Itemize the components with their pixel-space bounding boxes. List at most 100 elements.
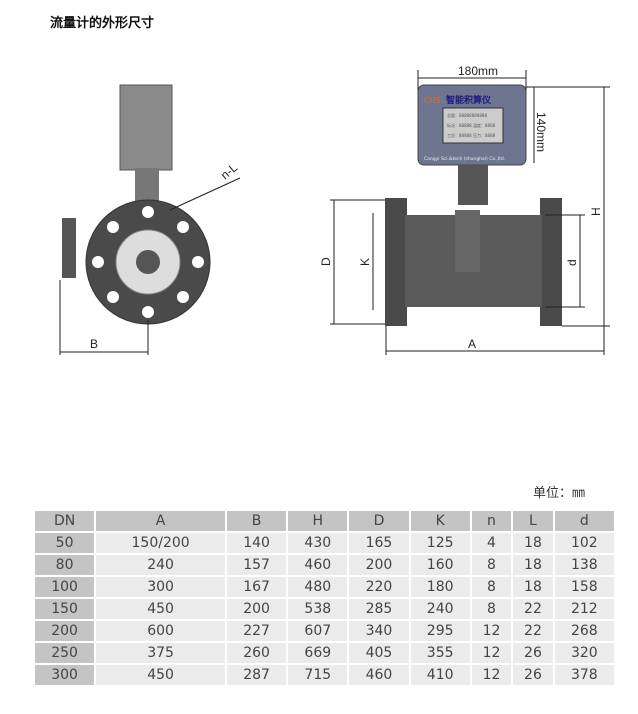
table-cell: 375	[96, 643, 225, 663]
table-cell: 480	[288, 577, 348, 597]
table-cell: 320	[554, 643, 614, 663]
table-cell: 200	[349, 555, 409, 575]
table-cell: 22	[513, 599, 553, 619]
table-cell: 26	[513, 643, 553, 663]
label-d: d	[565, 259, 579, 266]
table-cell: 450	[96, 599, 225, 619]
table-cell: 80	[35, 555, 95, 575]
table-cell: 295	[410, 621, 470, 641]
column-header: n	[471, 511, 512, 531]
table-cell: 669	[288, 643, 348, 663]
device-name: 智能积算仪	[446, 94, 492, 106]
table-cell: 240	[410, 599, 470, 619]
table-cell: 125	[410, 533, 470, 553]
column-header: B	[227, 511, 287, 531]
table-cell: 160	[410, 555, 470, 575]
column-header: DN	[35, 511, 95, 531]
flowmeter-drawing: n-L B CHS 智能积算仪 总量：88888888888 标况：88888 …	[59, 64, 610, 355]
table-cell: 268	[554, 621, 614, 641]
table-cell: 180	[410, 577, 470, 597]
table-cell: 100	[35, 577, 95, 597]
company-label: Cangyi Sci.&tech (shanghai) Co.,ltd.	[424, 156, 505, 162]
table-cell: 715	[288, 665, 348, 685]
table-cell: 460	[288, 555, 348, 575]
table-cell: 12	[471, 643, 512, 663]
table-cell: 405	[349, 643, 409, 663]
side-view: n-L B	[59, 84, 240, 355]
table-cell: 410	[410, 665, 470, 685]
table-cell: 167	[227, 577, 287, 597]
table-cell: 220	[349, 577, 409, 597]
label-D: D	[319, 257, 333, 266]
table-cell: 538	[288, 599, 348, 619]
table-cell: 430	[288, 533, 348, 553]
table-cell: 157	[227, 555, 287, 575]
table-cell: 355	[410, 643, 470, 663]
table-cell: 212	[554, 599, 614, 619]
table-cell: 450	[96, 665, 225, 685]
label-A: A	[468, 337, 476, 351]
table-cell: 12	[471, 621, 512, 641]
table-cell: 12	[471, 665, 512, 685]
table-cell: 50	[35, 533, 95, 553]
table-cell: 240	[96, 555, 225, 575]
table-cell: 22	[513, 621, 553, 641]
column-header: K	[410, 511, 470, 531]
table-cell: 200	[35, 621, 95, 641]
label-height: 140mm	[534, 112, 548, 152]
table-cell: 260	[227, 643, 287, 663]
column-header: D	[349, 511, 409, 531]
display-line: 工况：88888 压力：8888	[447, 132, 496, 138]
unit-label: 单位：㎜	[533, 486, 586, 501]
table-cell: 8	[471, 577, 512, 597]
table-cell: 138	[554, 555, 614, 575]
table-cell: 285	[349, 599, 409, 619]
table-cell: 300	[96, 577, 225, 597]
column-header: H	[288, 511, 348, 531]
table-cell: 300	[35, 665, 95, 685]
page-title: 流量计的外形尺寸	[50, 16, 155, 31]
display-line: 标况：88888 温度：8888	[447, 122, 496, 128]
table-cell: 460	[349, 665, 409, 685]
table-cell: 18	[513, 533, 553, 553]
table-cell: 250	[35, 643, 95, 663]
table-cell: 378	[554, 665, 614, 685]
table-cell: 18	[513, 555, 553, 575]
table-cell: 140	[227, 533, 287, 553]
table-cell: 8	[471, 555, 512, 575]
logo: CHS	[424, 96, 441, 105]
label-B: B	[90, 337, 98, 351]
label-width: 180mm	[458, 64, 498, 78]
table-cell: 4	[471, 533, 512, 553]
table-cell: 200	[227, 599, 287, 619]
table-cell: 150	[35, 599, 95, 619]
display-line: 总量：88888888888	[447, 112, 487, 118]
table-cell: 340	[349, 621, 409, 641]
label-H: H	[589, 207, 603, 216]
table-cell: 8	[471, 599, 512, 619]
table-cell: 600	[96, 621, 225, 641]
table-cell: 18	[513, 577, 553, 597]
column-header: L	[513, 511, 553, 531]
table-cell: 165	[349, 533, 409, 553]
column-header: A	[96, 511, 225, 531]
column-header: d	[554, 511, 614, 531]
label-K: K	[358, 258, 372, 266]
front-view: CHS 智能积算仪 总量：88888888888 标况：88888 温度：888…	[319, 64, 610, 355]
table-cell: 26	[513, 665, 553, 685]
table-cell: 607	[288, 621, 348, 641]
table-cell: 102	[554, 533, 614, 553]
table-cell: 227	[227, 621, 287, 641]
table-cell: 150/200	[96, 533, 225, 553]
table-cell: 158	[554, 577, 614, 597]
